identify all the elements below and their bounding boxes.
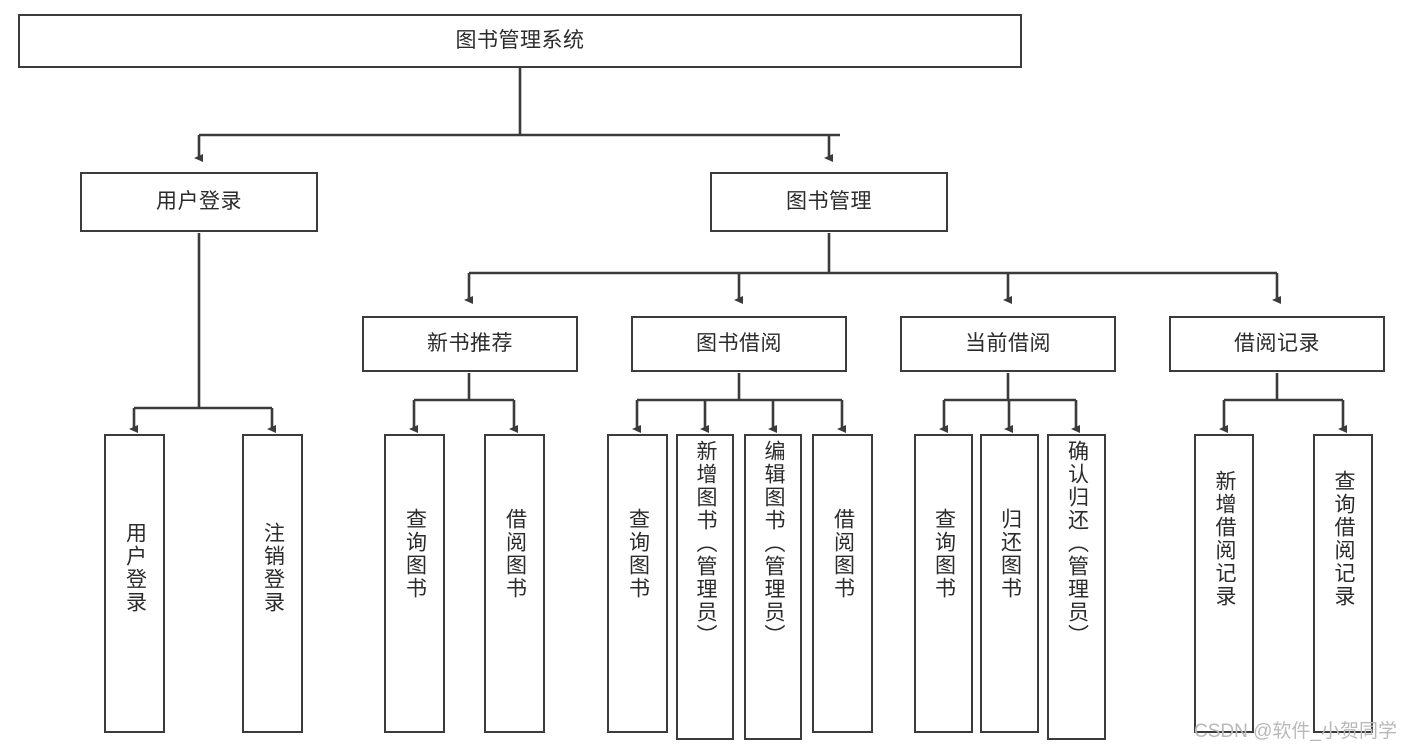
node-label: 编辑图书（管理员） — [762, 440, 786, 647]
node-label: 用户登录 — [123, 522, 147, 614]
node-label: 借阅记录 — [1234, 332, 1320, 356]
node-label: 图书借阅 — [696, 332, 782, 356]
leaf-book-borrow-edit-book[interactable]: 编辑图书（管理员） — [744, 434, 802, 740]
leaf-book-borrow-add-book[interactable]: 新增图书（管理员） — [676, 434, 734, 740]
leaf-book-borrow-query-book[interactable]: 查询图书 — [607, 434, 668, 733]
leaf-current-borrow-query-book[interactable]: 查询图书 — [914, 434, 973, 733]
node-user-login[interactable]: 用户登录 — [80, 172, 318, 232]
node-label: 查询图书 — [626, 508, 650, 600]
node-label: 图书管理 — [786, 190, 872, 214]
node-label: 确认归还（管理员） — [1065, 440, 1089, 647]
node-label: 查询图书 — [932, 508, 956, 600]
node-label: 当前借阅 — [965, 332, 1051, 356]
node-book-borrow[interactable]: 图书借阅 — [631, 316, 847, 372]
leaf-user-login-logout[interactable]: 注销登录 — [242, 434, 303, 733]
leaf-current-borrow-return-book[interactable]: 归还图书 — [980, 434, 1039, 733]
csdn-watermark: CSDN @软件_小贺同学 — [1194, 721, 1397, 742]
node-label: 用户登录 — [156, 190, 242, 214]
node-label: 借阅图书 — [831, 508, 855, 600]
node-label: 借阅图书 — [503, 508, 527, 600]
node-label: 新书推荐 — [427, 332, 513, 356]
node-label: 归还图书 — [998, 508, 1022, 600]
node-book-management[interactable]: 图书管理 — [710, 172, 948, 232]
node-label: 新增图书（管理员） — [694, 440, 718, 647]
leaf-new-book-query-book[interactable]: 查询图书 — [384, 434, 445, 733]
node-label: 新增借阅记录 — [1213, 470, 1237, 608]
leaf-borrow-record-add-record[interactable]: 新增借阅记录 — [1194, 434, 1254, 733]
node-borrow-record[interactable]: 借阅记录 — [1169, 316, 1385, 372]
leaf-borrow-record-query-record[interactable]: 查询借阅记录 — [1313, 434, 1373, 733]
leaf-new-book-borrow-book[interactable]: 借阅图书 — [484, 434, 545, 733]
node-current-borrow[interactable]: 当前借阅 — [900, 316, 1116, 372]
node-label: 注销登录 — [261, 522, 285, 614]
node-root-system[interactable]: 图书管理系统 — [18, 14, 1022, 68]
leaf-user-login-login[interactable]: 用户登录 — [104, 434, 165, 733]
leaf-current-borrow-confirm-return[interactable]: 确认归还（管理员） — [1047, 434, 1106, 740]
node-label: 查询借阅记录 — [1332, 470, 1356, 608]
node-label: 图书管理系统 — [455, 29, 585, 53]
node-label: 查询图书 — [403, 508, 427, 600]
leaf-book-borrow-borrow-book[interactable]: 借阅图书 — [812, 434, 873, 733]
node-new-book-recommend[interactable]: 新书推荐 — [362, 316, 578, 372]
